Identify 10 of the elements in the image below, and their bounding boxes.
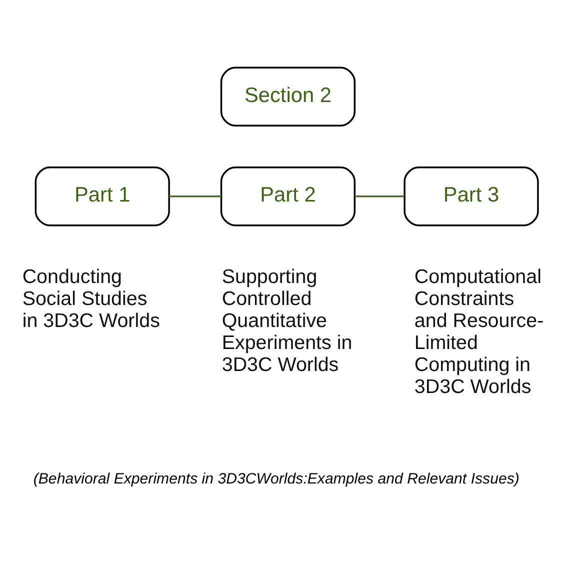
caption: (Behavioral Experiments in 3D3CWorlds:Examples and Relevant Issues) (33, 470, 520, 488)
node-label: Conducting Social Studies in 3D3C Worlds (22, 266, 160, 332)
node-box: Part 1 (34, 166, 170, 226)
node-box: Section 2 (220, 66, 356, 126)
node-box: Part 3 (404, 166, 539, 226)
node-label: Computational Constraints and Resource-Limited Computing in 3D3C Worlds (414, 266, 544, 398)
connector (354, 196, 404, 198)
connector (169, 196, 222, 198)
node-box: Part 2 (220, 166, 356, 226)
node-label: Supporting Controlled Quantitative Experiments in 3D3C Worlds (222, 266, 352, 376)
